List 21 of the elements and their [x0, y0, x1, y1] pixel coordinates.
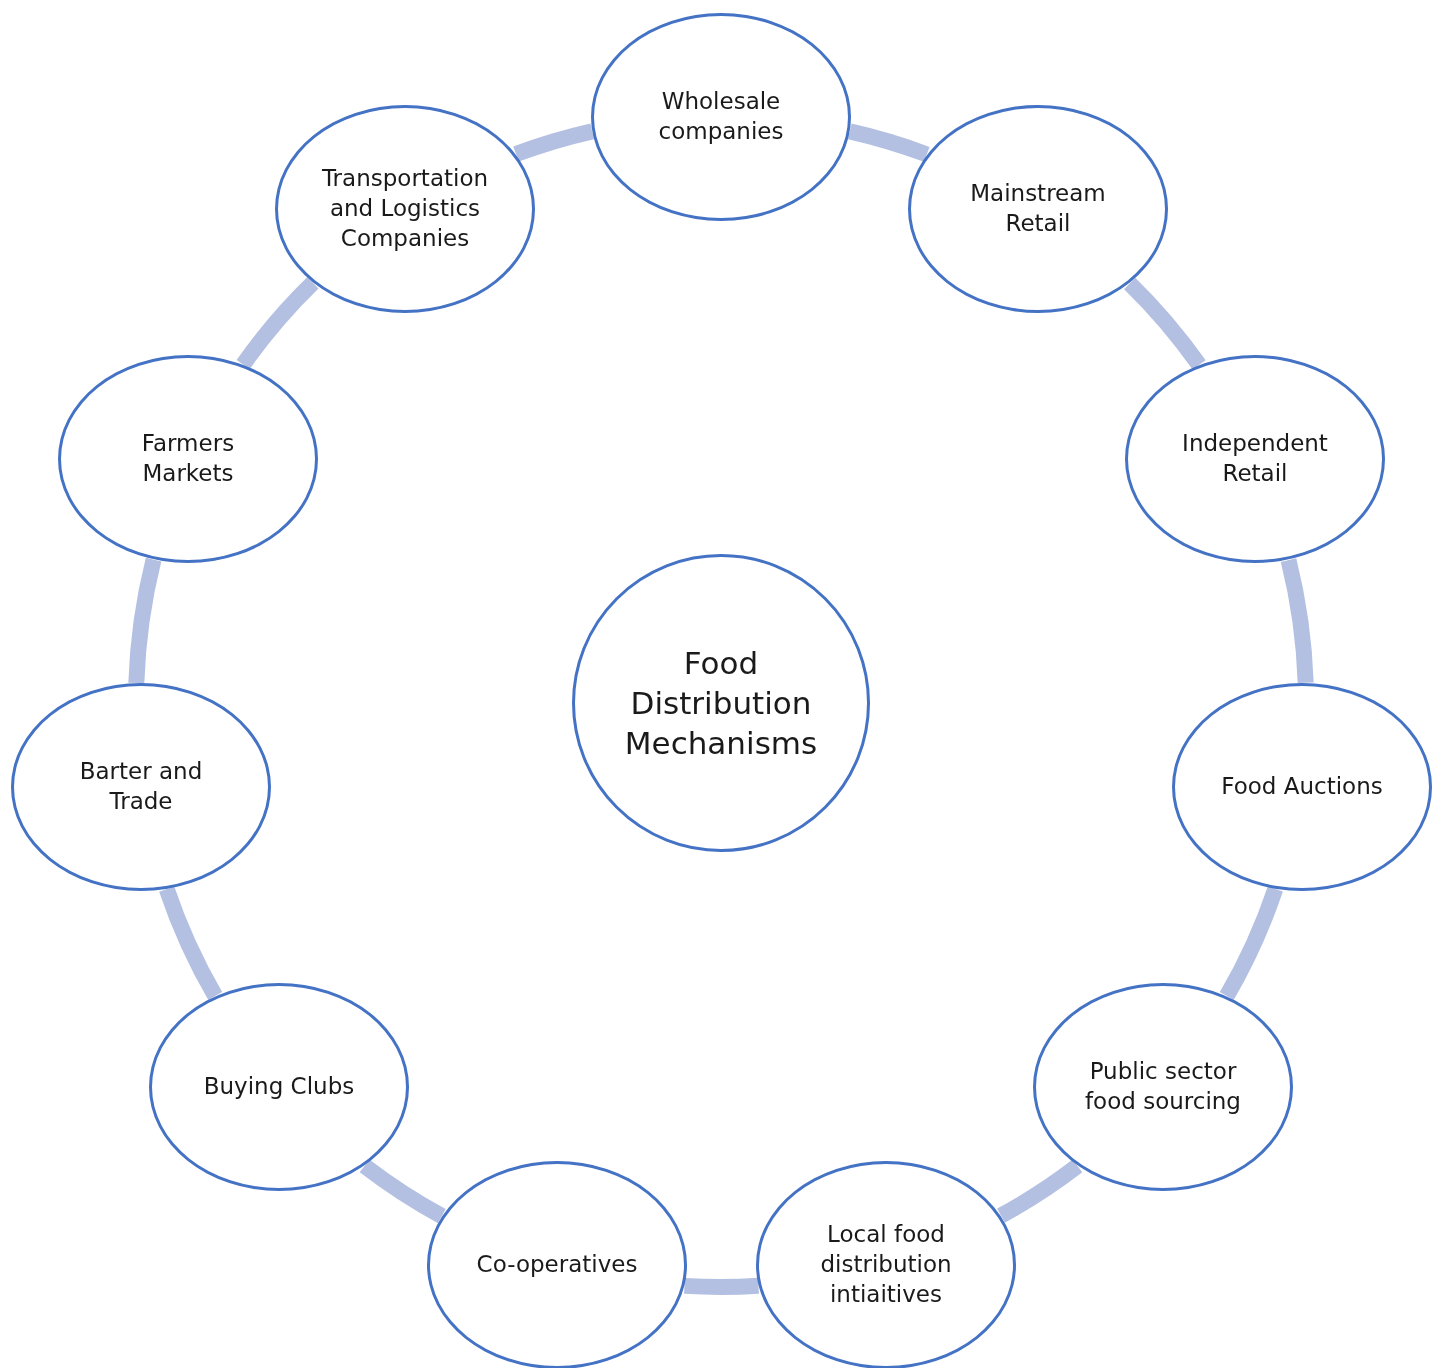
- node-label: Farmers Markets: [140, 429, 236, 488]
- ring-connector: [847, 123, 930, 162]
- node-label: Local food distribution intiaitives: [819, 1220, 953, 1309]
- node-label: Independent Retail: [1181, 429, 1329, 488]
- ring-connector: [684, 1277, 759, 1295]
- node-label: Co-operatives: [476, 1250, 638, 1280]
- node-label: Food Auctions: [1221, 772, 1383, 802]
- ring-connector: [236, 277, 319, 370]
- node-label: Wholesale companies: [657, 87, 785, 146]
- ring-connector: [1280, 558, 1314, 684]
- ring-connector: [997, 1159, 1083, 1223]
- node-label: Barter and Trade: [78, 757, 204, 816]
- node-label: Public sector food sourcing: [1084, 1057, 1242, 1116]
- node-label: Food Distribution Mechanisms: [623, 643, 819, 764]
- node-label: Buying Clubs: [203, 1072, 355, 1102]
- node-label: Mainstream Retail: [969, 179, 1107, 238]
- ring-connector: [359, 1159, 446, 1224]
- ring-connector: [513, 123, 595, 162]
- ring-connector: [128, 557, 162, 684]
- node-label: Transportation and Logistics Companies: [320, 164, 490, 253]
- ring-connector: [1123, 277, 1206, 370]
